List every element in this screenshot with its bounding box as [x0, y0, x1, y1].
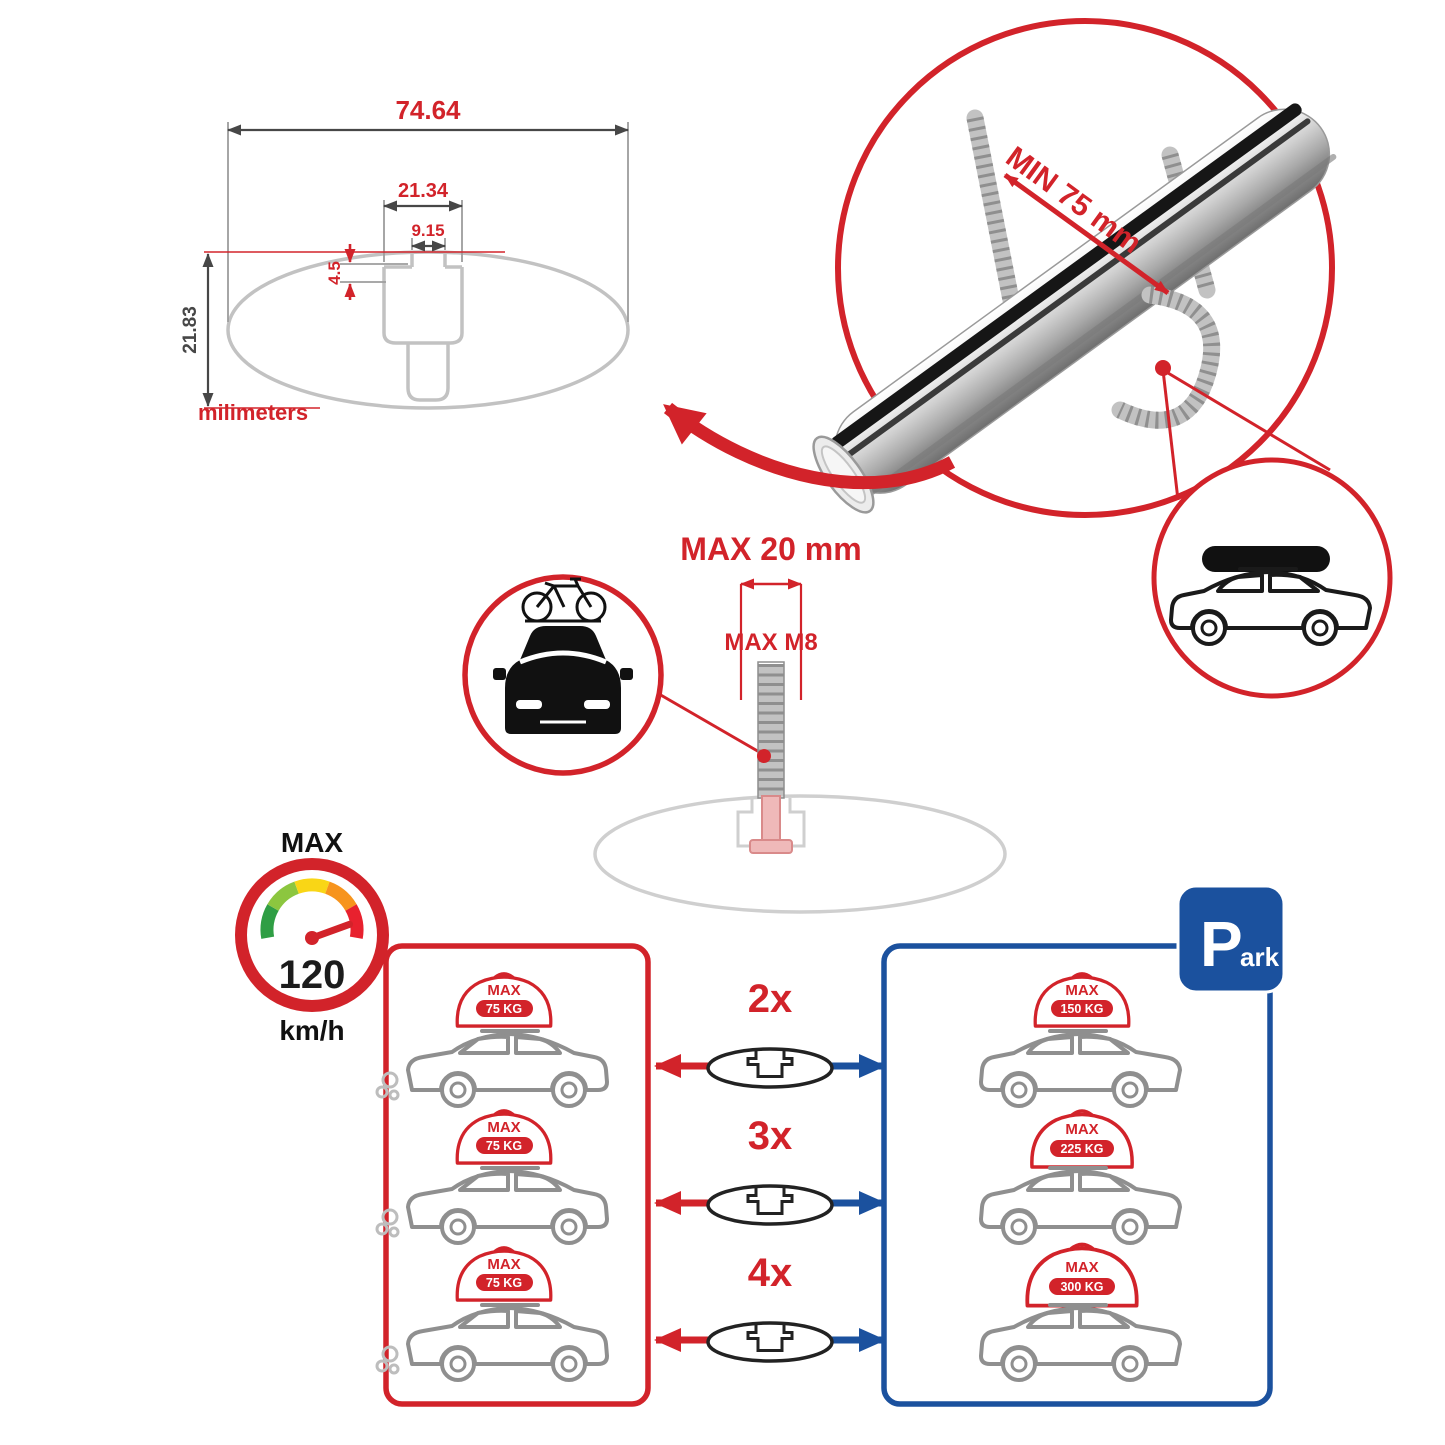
roof-cargo-bag: MAX 225 KG [1030, 1109, 1134, 1169]
pointer-arrow-to-diagram [663, 402, 956, 490]
suv-side-icon [979, 1029, 1182, 1108]
roof-box-icon [1202, 546, 1330, 572]
multiplier-label-3x: 3x [748, 1114, 793, 1158]
roof-cargo-bag: MAX 75 KG [455, 1246, 553, 1302]
multiplier-label-4x: 4x [748, 1251, 793, 1295]
roof-cargo-bag: MAX 300 KG [1025, 1242, 1139, 1308]
suv-with-roofbox-icon [1151, 457, 1393, 699]
ext-lines-total-width [227, 122, 629, 322]
suv-side-icon [406, 1166, 609, 1245]
conversion-row-1: 2x [654, 977, 886, 1089]
profile-channel [382, 253, 464, 402]
speed-max-label: MAX [281, 827, 344, 858]
parked-car-row-3: MAX 300 KG [979, 1242, 1182, 1382]
bike-icon [521, 577, 607, 623]
cross-section-diagram: 74.64 21.34 9.15 4.5 21.83 milimeters [180, 95, 630, 425]
u-bolt-loop [1111, 286, 1221, 429]
dim-label-total-width: 74.64 [395, 95, 461, 125]
bag-max-label: MAX [487, 1256, 520, 1273]
bag-load-value: 75 KG [486, 1002, 522, 1016]
bag-load-value: 150 KG [1060, 1002, 1103, 1016]
parked-car-row-2: MAX 225 KG [979, 1109, 1182, 1245]
speedometer-icon: MAX 120 km/h [235, 827, 389, 1046]
exhaust-smoke-icon [375, 1071, 400, 1101]
ext-lines-total-height [204, 251, 505, 409]
car-front-with-bike-icon [462, 574, 762, 776]
dim-label-channel-width: 21.34 [398, 180, 449, 202]
gauge-arc [260, 878, 364, 939]
dim-label-opening-width: 9.15 [411, 221, 444, 240]
mounting-bolt-detail: MAX 20 mm MAX M8 [593, 531, 1007, 914]
exhaust-smoke-icon [375, 1345, 400, 1375]
dim-label-total-height: 21.83 [180, 306, 201, 354]
driving-car-row-2: MAX 75 KG [375, 1109, 609, 1245]
t-slot-nut [749, 839, 793, 854]
roof-cargo-bag: MAX 75 KG [455, 972, 553, 1028]
min-span-arrow [1003, 172, 1170, 296]
driving-car-row-1: MAX 75 KG [375, 972, 609, 1108]
crossbar-profile-icon [706, 1047, 834, 1089]
suv-side-icon [406, 1303, 609, 1382]
parking-sign-icon: P ark [1176, 884, 1286, 994]
bolt-max-thread-label: MAX M8 [724, 629, 817, 656]
crossbar-profile-outline [226, 250, 630, 410]
driving-panel [383, 943, 651, 1407]
crossbar-profile-icon [706, 1321, 834, 1363]
bag-max-label: MAX [487, 1119, 520, 1136]
units-label: milimeters [198, 400, 308, 425]
bag-max-label: MAX [487, 982, 520, 999]
bag-load-value: 75 KG [486, 1139, 522, 1153]
callout-dot [1155, 360, 1171, 376]
callout-to-suv [1155, 360, 1331, 501]
parking-letter: P [1200, 908, 1243, 980]
bag-load-value: 75 KG [486, 1276, 522, 1290]
dim-label-step-depth: 4.5 [325, 261, 344, 285]
exhaust-smoke-icon [375, 1208, 400, 1238]
bag-max-label: MAX [1065, 1259, 1098, 1276]
car-front-silhouette [493, 626, 633, 734]
bolt-callout-dot [757, 749, 771, 763]
multiplier-label-2x: 2x [748, 977, 793, 1021]
driving-car-row-3: MAX 75 KG [375, 1246, 609, 1382]
bolt-max-length-label: MAX 20 mm [680, 531, 861, 567]
crossbar-profile-icon [706, 1184, 834, 1226]
callout-to-bolt [658, 692, 762, 755]
suv-side-icon [406, 1029, 609, 1108]
roof-cargo-bag: MAX 150 KG [1033, 972, 1131, 1028]
ext-lines-step-depth [340, 263, 408, 283]
suv-side-icon [979, 1166, 1182, 1245]
roof-cargo-bag: MAX 75 KG [455, 1109, 553, 1165]
bag-max-label: MAX [1065, 982, 1098, 999]
parked-car-row-1: MAX 150 KG [979, 972, 1182, 1108]
bag-max-label: MAX [1065, 1121, 1098, 1138]
suv-side-icon [979, 1303, 1182, 1382]
parked-panel [881, 943, 1273, 1407]
parking-rest: ark [1240, 942, 1280, 972]
conversion-row-3: 4x [654, 1251, 886, 1363]
profile-ghost-outline [593, 794, 1007, 914]
bar-magnifier: MIN 75 mm [812, 18, 1337, 518]
speed-unit: km/h [279, 1015, 344, 1046]
bar-bottom-shade [867, 153, 1337, 497]
bag-load-value: 225 KG [1060, 1142, 1103, 1156]
bolt-ext-lines [739, 584, 803, 700]
speed-value: 120 [279, 953, 346, 997]
conversion-row-2: 3x [654, 1114, 886, 1226]
bolt-icon [749, 661, 793, 854]
bag-load-value: 300 KG [1060, 1280, 1103, 1294]
